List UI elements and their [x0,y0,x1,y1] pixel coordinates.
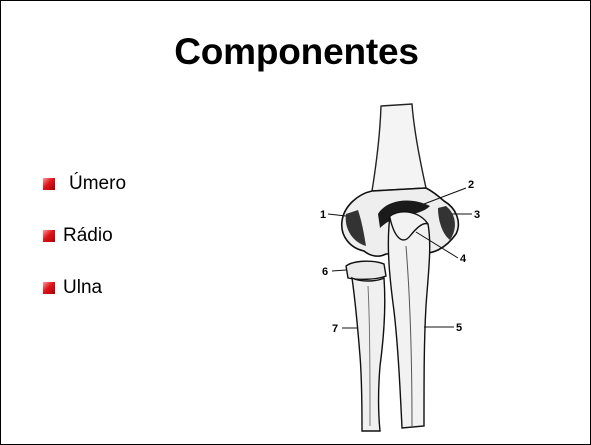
bullet-square-icon [43,230,55,242]
callout-2: 2 [468,179,474,191]
bullet-label: Úmero [69,173,126,195]
callout-6: 6 [322,266,328,278]
bullet-item-umero: Úmero [43,173,126,225]
callout-3: 3 [474,209,480,221]
bullet-item-ulna: Ulna [43,277,126,329]
bullet-label: Rádio [63,225,113,247]
bullet-square-icon [43,282,55,294]
bullet-square-icon [43,178,55,190]
slide-title: Componentes [1,31,591,73]
callout-5: 5 [456,322,462,334]
bullet-label: Ulna [63,277,102,299]
bullet-list: Úmero Rádio Ulna [43,173,126,329]
elbow-anatomy-illustration: 1 2 3 4 5 6 7 [306,96,496,436]
callout-7: 7 [332,323,338,335]
callout-4: 4 [460,253,467,265]
callout-1: 1 [320,209,326,221]
bullet-item-radio: Rádio [43,225,126,277]
